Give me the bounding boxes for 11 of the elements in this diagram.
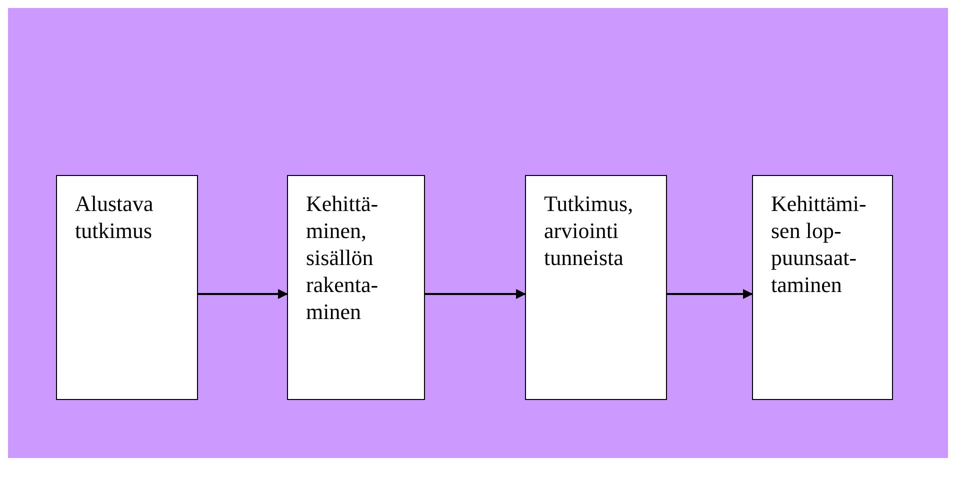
step-text: Kehittämi- sen lop- puunsaat- taminen (771, 190, 868, 298)
process-box (525, 175, 667, 400)
arrow (425, 289, 526, 299)
arrow (198, 289, 288, 299)
step-text: Alustava tutkimus (75, 190, 154, 244)
process-box (56, 175, 198, 400)
step-text: Tutkimus, arviointi tunneista (544, 190, 634, 271)
arrow (667, 289, 753, 299)
process-box (752, 175, 893, 400)
process-box (287, 175, 425, 400)
step-text: Kehittä- minen, sisällön rakenta- minen (306, 190, 380, 325)
